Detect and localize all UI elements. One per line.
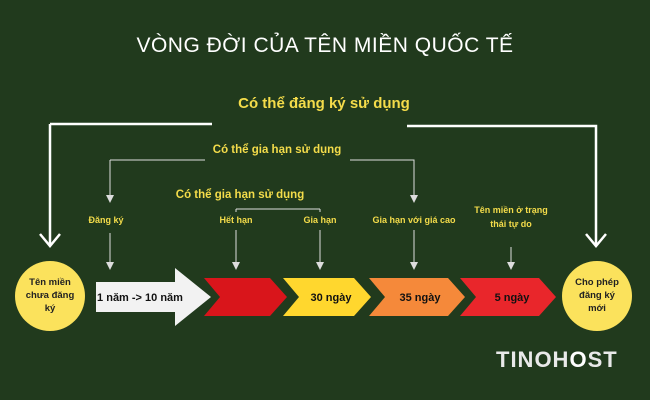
top-bracket-right-line (407, 124, 598, 245)
stage-3-arrow (283, 278, 371, 316)
stage-3-label: 30 ngày (311, 292, 353, 304)
start-circle-line-1: Tên miền (29, 277, 71, 288)
stage-label-renew: Gia hạn (303, 215, 336, 225)
start-circle-line-3: ký (45, 303, 56, 314)
brand-logo: TINOHOST (496, 347, 618, 373)
top-bracket-label: Có thể đăng ký sử dụng (238, 95, 410, 112)
stage-2-arrow (204, 278, 287, 316)
stage-arrows (106, 195, 515, 270)
diagram-title: VÒNG ĐỜI CỦA TÊN MIỀN QUỐC TẾ (136, 34, 514, 57)
stage-5-label: 5 ngày (495, 292, 531, 304)
right-big-arrowhead (585, 233, 607, 248)
stage-label-renew-high: Gia hạn với giá cao (373, 215, 456, 225)
stage-label-expired: Hết hạn (219, 215, 252, 225)
start-circle (15, 261, 85, 331)
stage-4-arrow (369, 278, 465, 316)
end-circle-line-2: đăng ký (579, 290, 616, 301)
stage-5-arrow (460, 278, 556, 316)
stage-1-arrow (96, 268, 211, 326)
brand-text-b: ST (587, 347, 618, 372)
middle-bracket (109, 159, 415, 196)
end-circle (562, 261, 632, 331)
middle-bracket-line-right (350, 159, 415, 196)
stage-label-free-2: thái tự do (490, 219, 532, 229)
brand-text-o: O (569, 347, 588, 372)
lower-bracket (235, 208, 321, 212)
middle-bracket-label: Có thể gia hạn sử dụng (213, 144, 341, 156)
left-big-arrowhead (39, 233, 61, 248)
end-circle-line-1: Cho phép (575, 277, 619, 288)
brand-text-a: TINOH (496, 347, 570, 372)
end-circle-line-3: mới (588, 303, 606, 314)
start-circle-line-2: chưa đăng (26, 290, 75, 301)
lower-bracket-label: Có thể gia hạn sử dụng (176, 189, 304, 201)
stage-1-label: 1 năm -> 10 năm (97, 292, 183, 304)
stage-label-register: Đăng ký (88, 215, 123, 225)
stage-label-free-1: Tên miền ở trạng (474, 205, 547, 215)
stage-4-label: 35 ngày (400, 292, 442, 304)
top-bracket (39, 122, 607, 248)
